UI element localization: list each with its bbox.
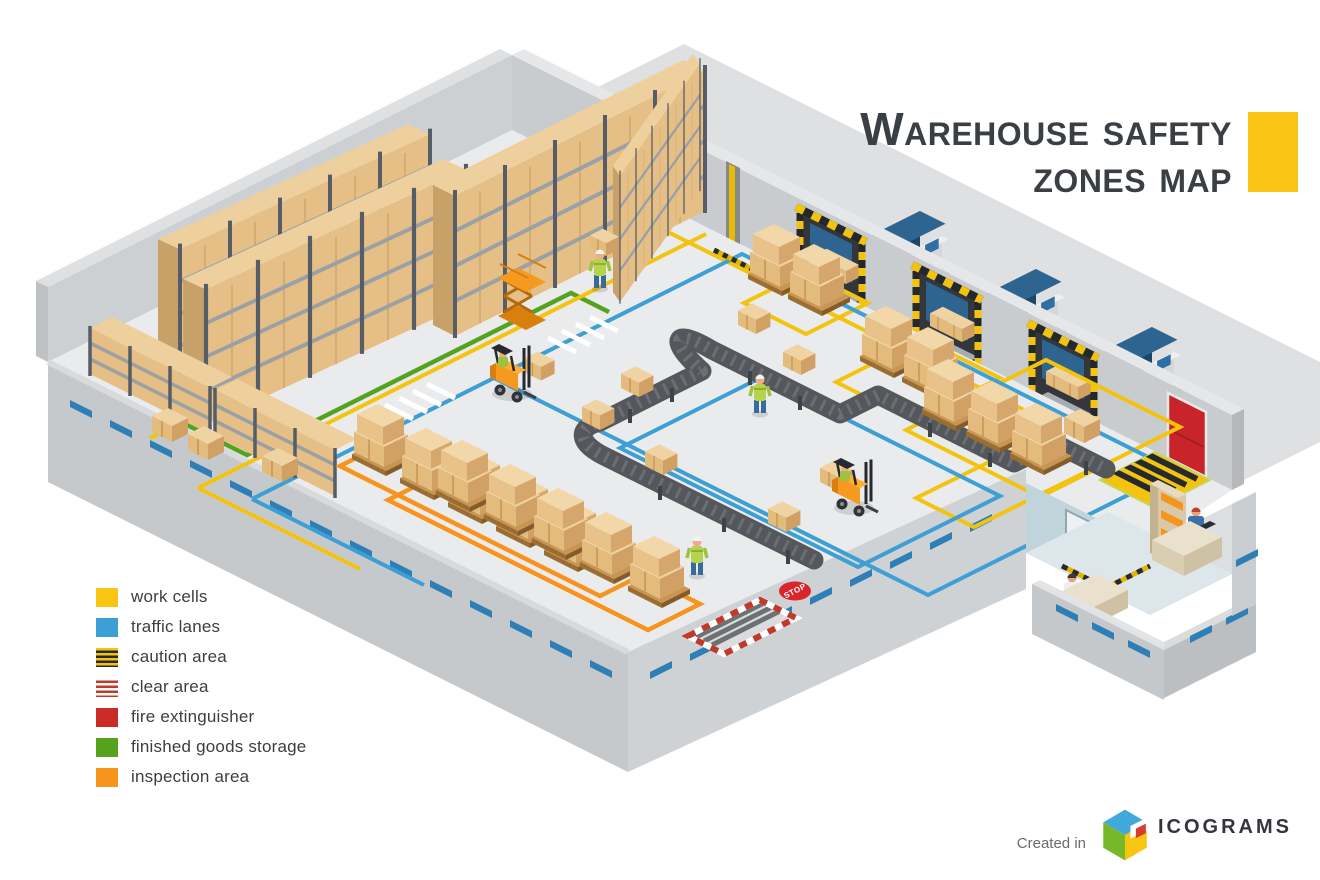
legend: work cells traffic lanes caution area cl… — [96, 586, 306, 796]
legend-swatch — [96, 647, 118, 667]
office-desk-1 — [1152, 507, 1222, 576]
office-outer-wall-southeast — [1164, 596, 1256, 698]
legend-item: traffic lanes — [96, 616, 306, 638]
legend-item: work cells — [96, 586, 306, 608]
clear-area-steps — [681, 596, 803, 658]
title-line-2: zones map — [1033, 150, 1232, 202]
caution-floor-strip — [712, 247, 754, 272]
legend-label: traffic lanes — [131, 617, 221, 636]
created-in-text: Created in — [1016, 834, 1086, 852]
office-floor — [1026, 512, 1232, 615]
legend-item: clear area — [96, 676, 306, 698]
title-line-1: Warehouse safety — [860, 103, 1232, 155]
legend-item: finished goods storage — [96, 736, 306, 758]
wall-column — [726, 161, 740, 246]
legend-swatch — [96, 587, 118, 607]
title-accent-block — [1248, 112, 1298, 192]
legend-label: inspection area — [131, 767, 250, 786]
legend-swatch — [96, 617, 118, 637]
southeast-base-wall — [628, 469, 1026, 772]
legend-swatch — [96, 737, 118, 757]
office-annex — [1026, 480, 1258, 700]
legend-item: inspection area — [96, 766, 306, 788]
icograms-logo-icon — [1103, 809, 1149, 861]
office-outer-wall-northeast — [1232, 492, 1258, 616]
pedestrian-crossing-2 — [546, 314, 620, 355]
legend-label: clear area — [131, 677, 209, 696]
office-outer-wall-southwest — [1032, 580, 1172, 700]
legend-item: caution area — [96, 646, 306, 668]
legend-label: fire extinguisher — [131, 707, 255, 726]
conveyor-line — [573, 328, 1116, 570]
legend-label: caution area — [131, 647, 227, 666]
stop-marking: STOP — [779, 581, 811, 601]
legend-label: work cells — [131, 587, 208, 606]
legend-swatch — [96, 767, 118, 787]
brand-name: ICOGRAMS — [1158, 815, 1292, 838]
scissor-lift — [498, 253, 547, 330]
legend-item: fire extinguisher — [96, 706, 306, 728]
footer: Created in ICOGRAMS — [1017, 804, 1292, 866]
page-title: Warehouse safety zones map — [860, 106, 1232, 200]
legend-swatch — [96, 707, 118, 727]
legend-label: finished goods storage — [131, 737, 307, 756]
pedestrian-crossing-1 — [383, 381, 457, 422]
legend-swatch — [96, 677, 118, 697]
